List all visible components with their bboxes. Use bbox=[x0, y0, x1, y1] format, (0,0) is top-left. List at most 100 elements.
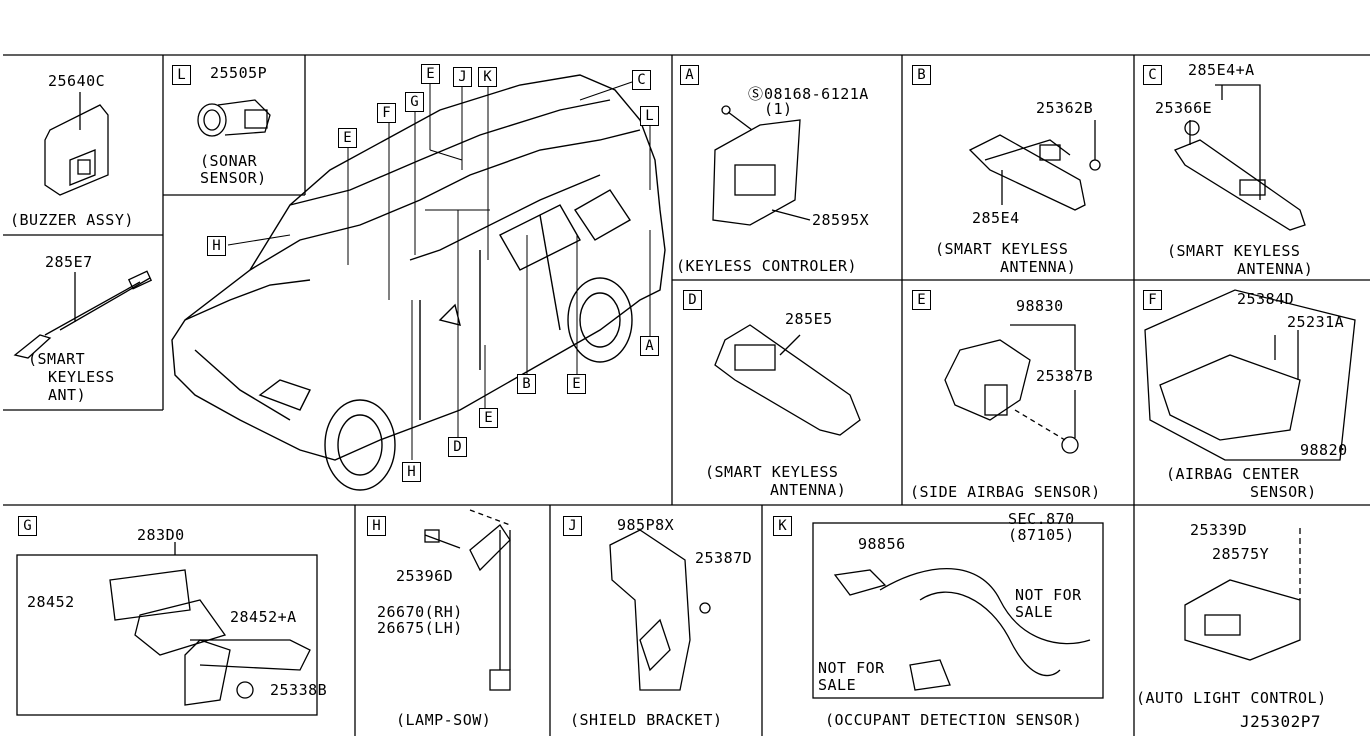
overview-letter-a: A bbox=[640, 336, 659, 356]
c-caption-1: (SMART KEYLESS bbox=[1167, 242, 1301, 260]
overview-letter-e3: E bbox=[567, 374, 586, 394]
occupant-sensor-illustration bbox=[812, 522, 1104, 699]
s-bolt-icon: Ⓢ bbox=[748, 85, 764, 103]
d-caption-2: ANTENNA) bbox=[770, 481, 847, 499]
overview-letter-h1: H bbox=[207, 236, 226, 256]
bolt-part-number: 08168-6121A bbox=[764, 85, 869, 103]
b-caption-1: (SMART KEYLESS bbox=[935, 240, 1069, 258]
k-part-1: 98856 bbox=[858, 535, 906, 553]
auto-light-control-illustration bbox=[1184, 528, 1301, 661]
g-part-4: 25338B bbox=[270, 681, 328, 699]
ant-cable-illustration bbox=[13, 270, 153, 359]
bolt-qty: (1) bbox=[764, 100, 793, 118]
shield-bracket-illustration bbox=[609, 529, 711, 691]
k-sec-2: (87105) bbox=[1008, 526, 1075, 544]
panel-f-letter: F bbox=[1143, 290, 1162, 310]
k-nfs-1a: NOT FOR bbox=[1015, 586, 1082, 604]
overview-letter-d: D bbox=[448, 437, 467, 457]
panel-c-letter: C bbox=[1143, 65, 1162, 85]
auto-caption: (AUTO LIGHT CONTROL) bbox=[1136, 689, 1327, 707]
b-caption-2: ANTENNA) bbox=[1000, 258, 1077, 276]
panel-j-letter: J bbox=[563, 516, 582, 536]
antenna-b-illustration bbox=[968, 120, 1101, 211]
sonar-illustration bbox=[197, 99, 271, 137]
f-caption-1: (AIRBAG CENTER bbox=[1166, 465, 1300, 483]
keyless-controller-illustration bbox=[712, 105, 811, 226]
antenna-d-illustration bbox=[714, 324, 861, 436]
controller-caption: (KEYLESS CONTROLER) bbox=[676, 257, 858, 275]
buzzer-illustration bbox=[44, 92, 109, 196]
sonar-caption-2: SENSOR) bbox=[200, 169, 267, 187]
j-caption: (SHIELD BRACKET) bbox=[570, 711, 723, 729]
f-caption-2: SENSOR) bbox=[1250, 483, 1317, 501]
j-part-1: 985P8X bbox=[617, 516, 675, 534]
overview-letter-c: C bbox=[632, 70, 651, 90]
e-part-1: 98830 bbox=[1016, 297, 1064, 315]
k-sec-1: SEC.870 bbox=[1008, 510, 1075, 528]
sonar-part-number: 25505P bbox=[210, 64, 268, 82]
k-nfs-2b: SALE bbox=[818, 676, 857, 694]
h-part-2: 26670(RH) bbox=[377, 603, 463, 621]
overview-letter-h2: H bbox=[402, 462, 421, 482]
panel-k-letter: K bbox=[773, 516, 792, 536]
sonar-caption-1: (SONAR bbox=[200, 152, 258, 170]
g-part-2: 28452 bbox=[27, 593, 75, 611]
ant-caption-1: (SMART bbox=[28, 350, 86, 368]
side-airbag-sensor-illustration bbox=[944, 324, 1079, 454]
k-nfs-2a: NOT FOR bbox=[818, 659, 885, 677]
ant-part-number: 285E7 bbox=[45, 253, 93, 271]
e-caption: (SIDE AIRBAG SENSOR) bbox=[910, 483, 1101, 501]
b-part-2: 285E4 bbox=[972, 209, 1020, 227]
panel-h-letter: H bbox=[367, 516, 386, 536]
diagram-id: J25302P7 bbox=[1240, 712, 1322, 731]
g-part-3: 28452+A bbox=[230, 608, 297, 626]
panel-b-letter: B bbox=[912, 65, 931, 85]
overview-letter-b: B bbox=[517, 374, 536, 394]
auto-part-1: 25339D bbox=[1190, 521, 1248, 539]
b-part-1: 25362B bbox=[1036, 99, 1094, 117]
lamp-sow-illustration bbox=[424, 509, 511, 691]
panel-a-letter: A bbox=[680, 65, 699, 85]
overview-letter-j: J bbox=[453, 67, 472, 87]
antenna-c-illustration bbox=[1174, 84, 1306, 231]
panel-d-letter: D bbox=[683, 290, 702, 310]
overview-letter-e1: E bbox=[421, 64, 440, 84]
c-part-1: 285E4+A bbox=[1188, 61, 1255, 79]
g-assembly-illustration bbox=[16, 542, 318, 716]
buzzer-caption: (BUZZER ASSY) bbox=[10, 211, 134, 229]
c-part-2: 25366E bbox=[1155, 99, 1213, 117]
h-part-1: 25396D bbox=[396, 567, 454, 585]
j-part-2: 25387D bbox=[695, 549, 753, 567]
h-caption: (LAMP-SOW) bbox=[396, 711, 492, 729]
d-part: 285E5 bbox=[785, 310, 833, 328]
overview-letter-g: G bbox=[405, 92, 424, 112]
overview-letter-e4: E bbox=[479, 408, 498, 428]
overview-letter-f: F bbox=[377, 103, 396, 123]
k-caption: (OCCUPANT DETECTION SENSOR) bbox=[825, 711, 1083, 729]
overview-leaders bbox=[227, 81, 651, 460]
h-part-3: 26675(LH) bbox=[377, 619, 463, 637]
ant-caption-2: KEYLESS bbox=[48, 368, 115, 386]
airbag-center-illustration bbox=[1144, 289, 1356, 461]
k-nfs-1b: SALE bbox=[1015, 603, 1054, 621]
g-part-1: 283D0 bbox=[137, 526, 185, 544]
panel-e-letter: E bbox=[912, 290, 931, 310]
buzzer-part-number: 25640C bbox=[48, 72, 106, 90]
controller-part-number: 28595X bbox=[812, 211, 870, 229]
auto-part-2: 28575Y bbox=[1212, 545, 1270, 563]
f-part-1: 25384D bbox=[1237, 290, 1295, 308]
overview-letter-k: K bbox=[478, 67, 497, 87]
f-part-3: 98820 bbox=[1300, 441, 1348, 459]
panel-l-letter: L bbox=[172, 65, 191, 85]
vehicle-illustration bbox=[171, 74, 666, 491]
c-caption-2: ANTENNA) bbox=[1237, 260, 1314, 278]
ant-caption-3: ANT) bbox=[48, 386, 87, 404]
panel-g-letter: G bbox=[18, 516, 37, 536]
overview-letter-e2: E bbox=[338, 128, 357, 148]
overview-letter-l: L bbox=[640, 106, 659, 126]
e-part-2: 25387B bbox=[1036, 367, 1094, 385]
d-caption-1: (SMART KEYLESS bbox=[705, 463, 839, 481]
f-part-2: 25231A bbox=[1287, 313, 1345, 331]
